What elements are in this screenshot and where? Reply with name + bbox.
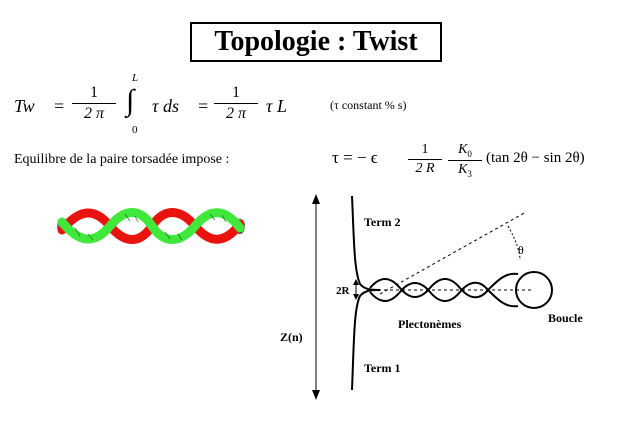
fraction-2r-den: 2 R xyxy=(415,161,435,176)
integrand: τ ds xyxy=(152,96,179,116)
term1-strand xyxy=(351,289,381,391)
fraction-2-den: 2 π xyxy=(225,105,246,122)
plectoneme-diagram: Z(n) Term 2 Term 1 θ 2R Plectonèmes Bouc… xyxy=(280,194,583,400)
tau-constant-note: (τ constant % s) xyxy=(330,98,407,112)
tan-sin-term: (tan 2θ − sin 2θ) xyxy=(486,150,585,166)
fraction-k: K0 K3 xyxy=(448,142,482,179)
tw-symbol: Tw xyxy=(14,96,35,116)
theta-arc xyxy=(507,225,521,261)
slide-title: Topologie : Twist xyxy=(214,26,418,57)
plectoneme-strand-b xyxy=(369,281,519,308)
zn-arrow-bottom xyxy=(312,390,320,400)
twor-arrow-top xyxy=(353,279,359,285)
zn-label: Z(n) xyxy=(280,330,303,344)
fraction-2r: 1 2 R xyxy=(408,142,442,177)
twist-formula: Tw = 1 2 π L ∫ 0 τ ds = 1 2 π τ L (τ con… xyxy=(14,72,414,140)
fraction-k-num: K0 xyxy=(458,142,472,159)
theta-label: θ xyxy=(518,243,524,257)
fraction-2r-num: 1 xyxy=(421,142,429,157)
twor-label: 2R xyxy=(336,285,351,297)
integral-upper-limit: L xyxy=(132,72,139,84)
boucle-label: Boucle xyxy=(548,311,583,325)
fraction-k-den: K3 xyxy=(458,161,472,179)
equilibrium-formula: Equilibre de la paire torsadée impose : … xyxy=(14,140,624,186)
equals-sign-2: = xyxy=(198,96,209,116)
twisted-pair-illustration xyxy=(57,208,245,244)
term1-label: Term 1 xyxy=(364,361,401,375)
integral-sign: ∫ xyxy=(126,84,135,117)
boucle-loop xyxy=(515,271,553,309)
fraction-1-den: 2 π xyxy=(83,105,104,122)
zn-arrow-top xyxy=(312,194,320,204)
term2-label: Term 2 xyxy=(364,215,401,229)
integral-lower-limit: 0 xyxy=(132,124,138,136)
tau-epsilon: τ = − ϵ xyxy=(332,148,378,167)
fraction-2-num: 1 xyxy=(232,84,240,101)
fraction-1-num: 1 xyxy=(90,84,98,101)
angle-dashed-line xyxy=(379,211,527,295)
plectoneme-strand-a xyxy=(369,272,519,299)
term2-strand xyxy=(351,195,381,291)
fraction-2: 1 2 π xyxy=(214,84,258,123)
title-box: Topologie : Twist xyxy=(190,22,442,62)
twor-arrow-bottom xyxy=(353,294,359,300)
equilibrium-label: Equilibre de la paire torsadée impose : xyxy=(14,152,230,167)
fraction-1: 1 2 π xyxy=(72,84,116,123)
plectonemes-label: Plectonèmes xyxy=(398,317,462,331)
green-strand xyxy=(57,208,245,244)
tau-l: τ L xyxy=(266,96,287,116)
equals-sign-1: = xyxy=(54,96,65,116)
